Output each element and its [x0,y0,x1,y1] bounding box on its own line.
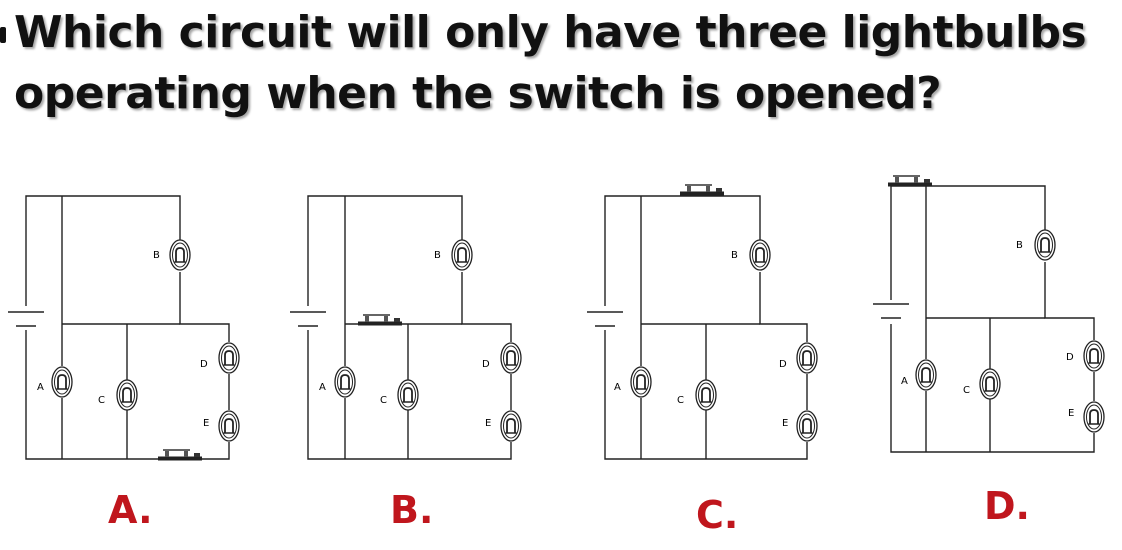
bulb-label: B [731,250,738,261]
bulb-e-icon [796,410,818,442]
bulb-c-icon [397,379,419,411]
bulb-a-icon [915,359,937,391]
bulb-label: D [482,359,490,370]
bulb-d-icon [218,342,240,374]
bullet-mark [0,27,6,43]
bulb-c-icon [116,379,138,411]
circuit-c: B A C D E C. [587,184,818,537]
circuit-a-wires [25,195,230,460]
bulb-label: D [779,359,787,370]
question-line-2: operating when the switch is opened? [14,68,942,119]
bulb-c-icon [695,379,717,411]
bulb-label: C [98,395,105,406]
battery-icon [290,311,326,327]
bulb-a-icon [51,366,73,398]
bulb-label: A [901,376,908,387]
bulb-a-icon [630,366,652,398]
bulb-label: A [614,382,621,393]
battery-icon [873,303,909,319]
answer-label: B. [390,488,433,532]
bulb-label: A [319,382,326,393]
answer-label: D. [984,484,1030,528]
circuit-b-wires [307,195,512,460]
bulb-label: C [677,395,684,406]
answer-label: A. [108,488,153,532]
bulb-label: B [434,250,441,261]
bulb-b-icon [169,239,191,271]
bulb-d-icon [796,342,818,374]
bulb-c-icon [979,368,1001,400]
bulb-label: B [153,250,160,261]
bulb-label: E [1068,408,1074,419]
bulb-d-icon [500,342,522,374]
bulb-label: D [1066,352,1074,363]
question-title: Which circuit will only have three light… [14,2,1114,124]
switch-icon [358,314,402,326]
bulb-e-icon [1083,401,1105,433]
bulb-e-icon [218,410,240,442]
bulb-label: D [200,359,208,370]
switch-icon [888,175,932,187]
circuit-d-wires [890,185,1095,453]
switch-icon [158,449,202,461]
bulb-label: C [380,395,387,406]
circuit-a: B A C D E A. [8,195,240,532]
circuit-c-wires [604,195,808,460]
bulb-b-icon [749,239,771,271]
question-line-1: Which circuit will only have three light… [14,7,1087,58]
bulb-label: E [782,418,788,429]
bulb-label: A [37,382,44,393]
circuit-b: B A C D E B. [290,195,522,532]
circuit-d: B A C D E D. [873,175,1105,528]
bulb-d-icon [1083,340,1105,372]
switch-icon [680,184,724,196]
battery-icon [587,311,623,327]
bulb-label: C [963,385,970,396]
bulb-b-icon [451,239,473,271]
battery-icon [8,311,44,327]
bulb-b-icon [1034,229,1056,261]
bulb-e-icon [500,410,522,442]
bulb-a-icon [334,366,356,398]
bulb-label: E [203,418,209,429]
answer-label: C. [696,493,738,537]
bulb-label: E [485,418,491,429]
bulb-label: B [1016,240,1023,251]
